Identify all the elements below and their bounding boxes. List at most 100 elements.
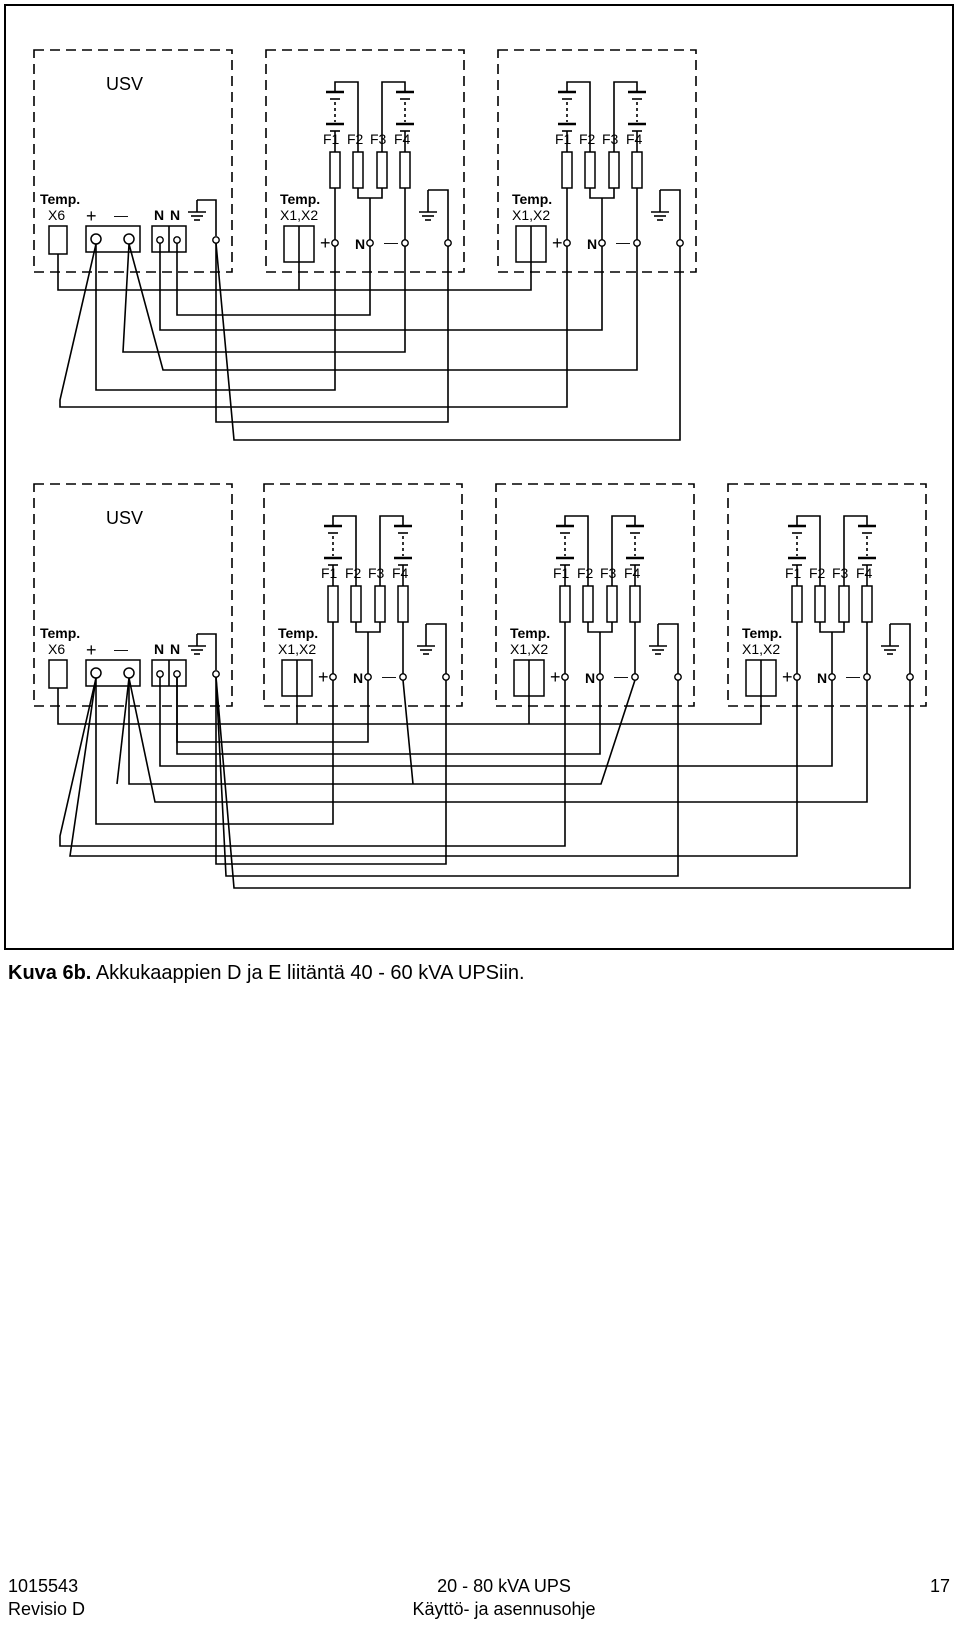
terminal: [828, 673, 836, 681]
terminal: [596, 673, 604, 681]
wire: [128, 677, 868, 803]
terminal: [631, 673, 639, 681]
neutral-label: N: [355, 236, 365, 252]
wire: [215, 242, 681, 441]
wire: [819, 622, 845, 633]
minus-symbol: —: [614, 668, 628, 684]
terminal: [366, 239, 374, 247]
terminal: [674, 673, 682, 681]
caption-label: Kuva 6b.: [8, 962, 92, 984]
terminal: [212, 236, 220, 244]
terminal: [156, 670, 164, 678]
wire: [658, 623, 679, 674]
fuse-icon: [791, 585, 803, 623]
fuse-icon: [350, 585, 362, 623]
fuse-icon: [327, 585, 339, 623]
fuse-label: F2: [347, 131, 364, 147]
fuse-label: F2: [809, 565, 826, 581]
minus-symbol: —: [616, 234, 630, 250]
minus-symbol: —: [114, 207, 128, 223]
neutral-label: N: [817, 670, 827, 686]
wire: [116, 677, 130, 785]
wire: [357, 188, 383, 199]
figure-caption: Kuva 6b. Akkukaappien D ja E liitäntä 40…: [8, 962, 525, 985]
fuse-label: F1: [553, 565, 570, 581]
page-number: 17: [929, 1576, 950, 1596]
temp-connector-label: X6: [48, 207, 65, 223]
terminal: [444, 239, 452, 247]
fuse-label: F4: [626, 131, 643, 147]
figure-frame: [4, 4, 954, 950]
fuse-icon: [606, 585, 618, 623]
fuse-label: F3: [832, 565, 849, 581]
battery-cabinet: [265, 49, 465, 273]
neutral-label: N: [587, 236, 597, 252]
wire: [381, 81, 406, 146]
fuse-label: F4: [856, 565, 873, 581]
neutral-label: N: [353, 670, 363, 686]
wire: [95, 678, 334, 825]
wire: [215, 243, 449, 423]
fuse-icon: [631, 151, 643, 189]
temp-connector-label: X1,X2: [510, 641, 548, 657]
wire: [611, 515, 636, 580]
plus-symbol: +: [86, 640, 97, 660]
fuse-icon: [861, 585, 873, 623]
dc-minus-terminal: [123, 667, 135, 679]
wire: [159, 677, 833, 767]
wire: [843, 515, 868, 580]
wire: [660, 189, 681, 240]
wire: [215, 676, 679, 877]
battery-cabinet: [263, 483, 463, 707]
fuse-label: F4: [394, 131, 411, 147]
wire: [57, 254, 532, 291]
fuse-label: F1: [323, 131, 340, 147]
plus-symbol: +: [782, 667, 793, 687]
terminal: [563, 239, 571, 247]
ups-label: USV: [106, 508, 143, 528]
temp-connector-label: X1,X2: [512, 207, 550, 223]
wire: [379, 515, 404, 580]
wire: [334, 81, 359, 146]
temp-label: Temp.: [742, 625, 782, 641]
temp-label: Temp.: [280, 191, 320, 207]
minus-symbol: —: [382, 668, 396, 684]
temp-label: Temp.: [40, 625, 80, 641]
terminal: [561, 673, 569, 681]
terminal: [442, 673, 450, 681]
temp-label: Temp.: [510, 625, 550, 641]
fuse-icon: [814, 585, 826, 623]
dc-plus-terminal: [90, 667, 102, 679]
wire: [215, 676, 911, 889]
fuse-label: F2: [579, 131, 596, 147]
fuse-icon: [582, 585, 594, 623]
wire: [128, 243, 638, 371]
wire: [197, 633, 217, 670]
terminal: [598, 239, 606, 247]
fuse-label: F4: [392, 565, 409, 581]
fuse-icon: [608, 151, 620, 189]
plus-symbol: +: [552, 233, 563, 253]
temp-connector-label: X6: [48, 641, 65, 657]
ups-enclosure: [33, 49, 233, 273]
terminal: [212, 670, 220, 678]
wire: [355, 622, 381, 633]
fuse-icon: [329, 151, 341, 189]
plus-symbol: +: [550, 667, 561, 687]
battery-cabinet: [497, 49, 697, 273]
temp-connector-label: X1,X2: [742, 641, 780, 657]
fuse-label: F3: [602, 131, 619, 147]
caption-text: Akkukaappien D ja E liitäntä 40 - 60 kVA…: [91, 962, 525, 984]
revision: Revisio D: [8, 1599, 86, 1619]
wire: [566, 81, 591, 146]
ups-enclosure: [33, 483, 233, 707]
fuse-label: F1: [785, 565, 802, 581]
terminal: [156, 236, 164, 244]
temp-connector: [48, 225, 68, 255]
terminal: [633, 239, 641, 247]
terminal: [331, 239, 339, 247]
terminal: [364, 673, 372, 681]
temp-label: Temp.: [40, 191, 80, 207]
battery-cabinet: [727, 483, 927, 707]
terminal: [173, 236, 181, 244]
